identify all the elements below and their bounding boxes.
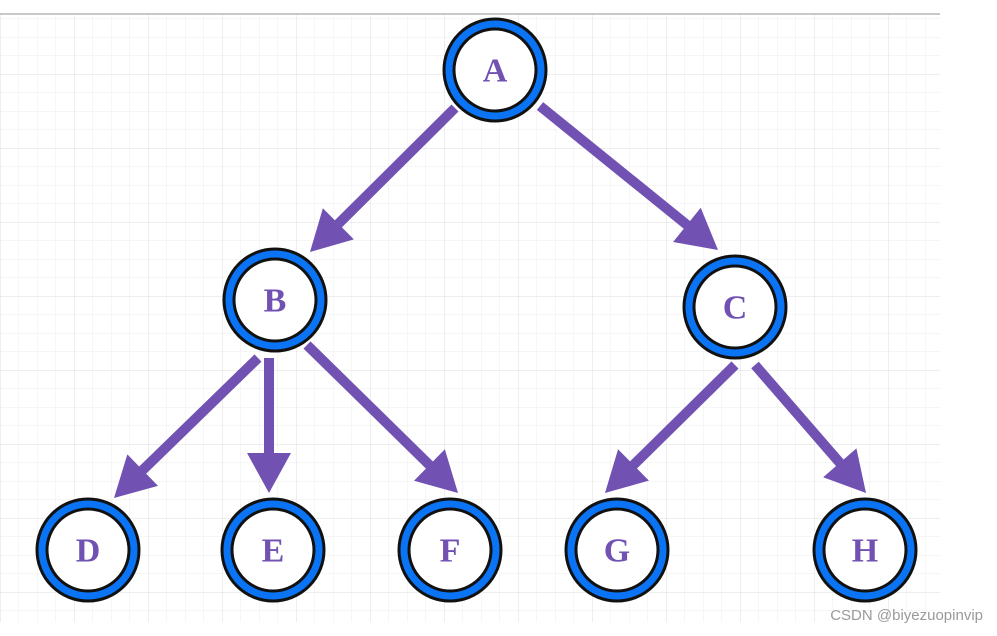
- edge-c-h: [751, 361, 866, 493]
- edge-shaft: [536, 102, 692, 230]
- arrowhead: [605, 449, 649, 493]
- node-inner: [407, 507, 493, 593]
- node-c: C: [682, 254, 788, 360]
- arrowhead: [823, 448, 866, 493]
- edge-shaft: [333, 104, 459, 229]
- arrowhead: [114, 454, 159, 498]
- node-inner: [45, 507, 131, 593]
- arrowhead: [673, 207, 718, 250]
- edge-a-b: [310, 104, 459, 252]
- node-label: D: [76, 533, 101, 570]
- node-inner: [822, 507, 908, 593]
- node-inner: [692, 264, 778, 350]
- edge-a-c: [536, 102, 718, 250]
- node-inner: [574, 507, 660, 593]
- edge-b-d: [114, 354, 262, 498]
- node-label: H: [852, 533, 878, 570]
- node-label: G: [604, 533, 630, 570]
- watermark: CSDN @biyezuopinvip: [830, 607, 983, 624]
- nodes: A B C D E F G H: [35, 17, 918, 603]
- node-b: B: [222, 247, 328, 353]
- node-label: E: [262, 533, 285, 570]
- arrowhead: [247, 453, 291, 493]
- node-label: A: [483, 53, 508, 90]
- node-label: B: [264, 283, 287, 320]
- edge-shaft: [303, 341, 435, 470]
- node-a: A: [442, 17, 548, 123]
- node-d: D: [35, 497, 141, 603]
- edge-shaft: [137, 354, 262, 476]
- edge-b-e: [247, 358, 291, 493]
- edges: [114, 102, 866, 498]
- node-inner: [230, 507, 316, 593]
- node-inner: [232, 257, 318, 343]
- node-label: F: [440, 533, 461, 570]
- node-e: E: [220, 497, 326, 603]
- node-label: C: [723, 290, 748, 327]
- edge-shaft: [751, 361, 845, 468]
- edge-shaft: [628, 361, 739, 470]
- node-g: G: [564, 497, 670, 603]
- edge-b-f: [303, 341, 458, 493]
- node-h: H: [812, 497, 918, 603]
- arrowhead: [414, 449, 458, 493]
- node-f: F: [397, 497, 503, 603]
- node-inner: [452, 27, 538, 113]
- edge-c-g: [605, 361, 739, 493]
- arrowhead: [310, 208, 354, 252]
